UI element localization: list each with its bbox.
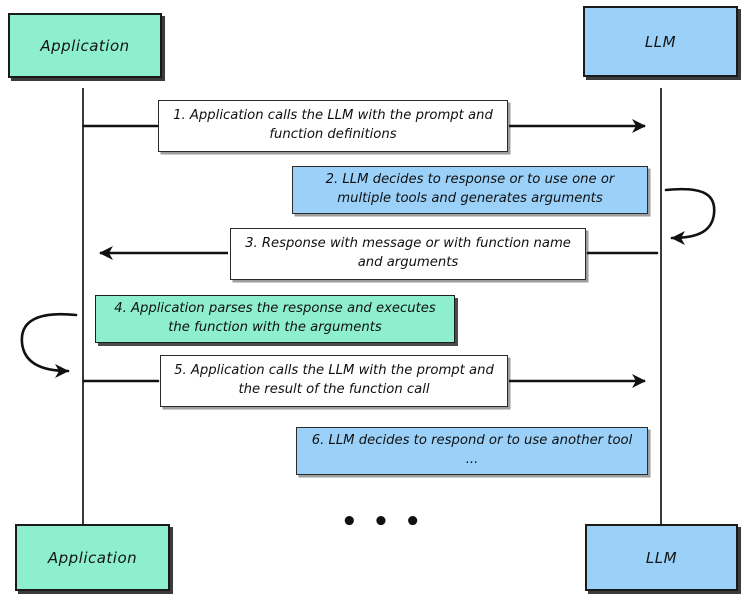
message-note-3[interactable]: 3. Response with message or with functio… [230,228,586,280]
message-note-2[interactable]: 2. LLM decides to response or to use one… [292,166,648,214]
participant-application-bottom-label: Application [47,548,138,567]
message-note-2-text: 2. LLM decides to response or to use one… [325,172,615,206]
message-note-3-text: 3. Response with message or with functio… [245,236,571,270]
arrow-step-2-self-loop [664,187,716,245]
message-note-1[interactable]: 1. Application calls the LLM with the pr… [158,100,508,152]
arrow-step-4-self-loop [20,312,78,378]
continuation-ellipsis: • • • [341,509,424,535]
participant-llm-top[interactable]: LLM [583,6,738,77]
message-note-5-text: 5. Application calls the LLM with the pr… [174,363,494,397]
participant-application-top-label: Application [40,36,130,55]
message-note-6-text: 6. LLM decides to respond or to use anot… [311,433,633,467]
message-note-4-text: 4. Application parses the response and e… [114,301,436,335]
participant-llm-top-label: LLM [644,32,677,51]
participant-llm-bottom-label: LLM [645,548,678,567]
participant-application-bottom[interactable]: Application [15,524,170,591]
message-note-4[interactable]: 4. Application parses the response and e… [95,295,455,343]
continuation-ellipsis-text: • • • [341,507,424,537]
participant-llm-bottom[interactable]: LLM [585,524,738,591]
message-note-1-text: 1. Application calls the LLM with the pr… [173,108,493,142]
message-note-6[interactable]: 6. LLM decides to respond or to use anot… [296,427,648,475]
message-note-5[interactable]: 5. Application calls the LLM with the pr… [160,355,508,407]
lifeline-llm [660,88,662,525]
participant-application-top[interactable]: Application [8,13,162,78]
lifeline-application [82,88,84,525]
